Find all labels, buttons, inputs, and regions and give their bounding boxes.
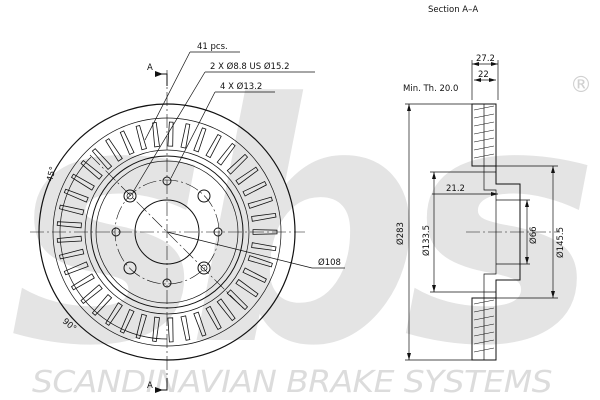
leader-vents-diag bbox=[144, 51, 191, 141]
cooling-vane bbox=[251, 242, 277, 252]
cooling-vane bbox=[235, 278, 259, 298]
bolt-hole bbox=[197, 189, 211, 203]
cooling-vane bbox=[91, 148, 113, 170]
hatch-line bbox=[473, 153, 495, 159]
cooling-vane bbox=[216, 298, 236, 322]
section-title: Section A–A bbox=[428, 5, 478, 15]
cooling-vane bbox=[80, 284, 103, 304]
min-thickness-label: Min. Th. 20.0 bbox=[403, 84, 458, 94]
cooling-vanes bbox=[56, 121, 278, 343]
dim-hat-dia: Ø133.5 bbox=[421, 225, 432, 256]
hatch-line bbox=[473, 121, 495, 127]
section-letter-top: A bbox=[147, 63, 153, 73]
leader-hole-1-diag bbox=[132, 71, 206, 193]
watermark-logo: sbs bbox=[10, 34, 588, 400]
bolt-hole bbox=[123, 261, 137, 275]
hatch-line bbox=[473, 299, 495, 305]
cooling-vane bbox=[226, 289, 249, 311]
cooling-vane bbox=[135, 313, 148, 339]
dim-outer-dia: Ø283 bbox=[395, 222, 406, 245]
hole-label-2: 4 X Ø13.2 bbox=[220, 81, 262, 92]
hatch-line bbox=[473, 137, 495, 143]
leader-hole-2-diag bbox=[170, 91, 216, 179]
cooling-vane bbox=[119, 308, 135, 334]
cooling-vane bbox=[80, 160, 103, 180]
cooling-vane bbox=[152, 316, 160, 342]
bolt-holes bbox=[123, 189, 211, 275]
cooling-vane bbox=[180, 315, 191, 341]
section-view: Section A–A Min. Th. 20.0 27.2 22 bbox=[395, 5, 566, 361]
bolt-hole-inner bbox=[126, 192, 134, 200]
pcd-leader bbox=[166, 231, 313, 269]
dim-hat-outer: Ø145.5 bbox=[555, 227, 566, 258]
hatch-line bbox=[473, 315, 495, 321]
front-view: A A 41 pcs. 2 X Ø8.8 US Ø15.2 4 X Ø13.2 … bbox=[30, 42, 345, 393]
cooling-vane bbox=[226, 153, 249, 175]
hole-label-1: 2 X Ø8.8 US Ø15.2 bbox=[210, 61, 289, 72]
hatch-line bbox=[473, 145, 495, 151]
cooling-vane bbox=[63, 188, 89, 203]
bolt-hole bbox=[197, 261, 211, 275]
pcd-label: Ø108 bbox=[318, 257, 341, 268]
cooling-vane bbox=[167, 317, 174, 343]
hatch-line bbox=[473, 307, 495, 313]
cooling-vane bbox=[167, 121, 174, 147]
cooling-vane bbox=[70, 273, 95, 291]
cooling-vane bbox=[91, 294, 113, 316]
section-marker-bottom: A bbox=[147, 378, 168, 393]
hatch-line bbox=[473, 129, 495, 135]
cooling-vane bbox=[252, 229, 278, 235]
vent-count-label: 41 pcs. bbox=[197, 42, 228, 52]
cooling-vane bbox=[70, 173, 95, 191]
bolt-hole bbox=[123, 189, 137, 203]
dim-hat-offset: 21.2 bbox=[446, 184, 465, 194]
cooling-vane bbox=[59, 204, 85, 216]
cooling-vane bbox=[242, 267, 267, 284]
section-letter-bottom: A bbox=[147, 381, 153, 391]
cooling-vane bbox=[152, 122, 160, 148]
cooling-vane bbox=[205, 305, 222, 331]
cooling-vane bbox=[105, 138, 123, 162]
cooling-vane bbox=[242, 180, 267, 197]
section-hatch bbox=[473, 105, 495, 353]
hatch-line bbox=[473, 339, 495, 345]
cooling-vane bbox=[193, 311, 207, 337]
hatch-line bbox=[473, 105, 495, 111]
hatch-line bbox=[473, 347, 495, 353]
watermark-footer: SCANDINAVIAN BRAKE SYSTEMS bbox=[32, 365, 552, 400]
hatch-line bbox=[473, 113, 495, 119]
angle-arc-90 bbox=[59, 231, 168, 340]
dim-center-bore: Ø66 bbox=[528, 226, 539, 244]
sbs-watermark: sbs ® SCANDINAVIAN BRAKE SYSTEMS bbox=[10, 34, 600, 400]
cooling-vane bbox=[63, 261, 89, 276]
cooling-vane bbox=[247, 255, 273, 268]
cooling-vane bbox=[56, 221, 82, 229]
cooling-vane bbox=[205, 133, 222, 159]
cooling-vane bbox=[119, 130, 135, 156]
registered-mark: ® bbox=[570, 73, 592, 98]
cooling-vane bbox=[180, 123, 191, 149]
diagonal-centerline bbox=[89, 154, 246, 311]
dim-disc-thickness: 22 bbox=[478, 70, 489, 80]
dim-total-width: 27.2 bbox=[476, 54, 495, 64]
hatch-line bbox=[473, 323, 495, 329]
hatch-line bbox=[473, 331, 495, 337]
cooling-vane bbox=[135, 125, 148, 151]
cooling-vane bbox=[193, 127, 207, 153]
cooling-vane bbox=[251, 212, 277, 222]
cooling-vane bbox=[56, 235, 82, 243]
bolt-hole-inner bbox=[200, 264, 208, 272]
cooling-vane bbox=[235, 166, 259, 186]
cooling-vane bbox=[216, 142, 236, 166]
section-marker-top: A bbox=[147, 63, 168, 86]
angle-label-45: 45° bbox=[45, 166, 59, 183]
cooling-vane bbox=[59, 248, 85, 260]
cooling-vane bbox=[247, 196, 273, 209]
dimension-arrows bbox=[407, 62, 555, 360]
cooling-vane bbox=[105, 302, 123, 326]
angle-arc-45 bbox=[59, 156, 92, 233]
